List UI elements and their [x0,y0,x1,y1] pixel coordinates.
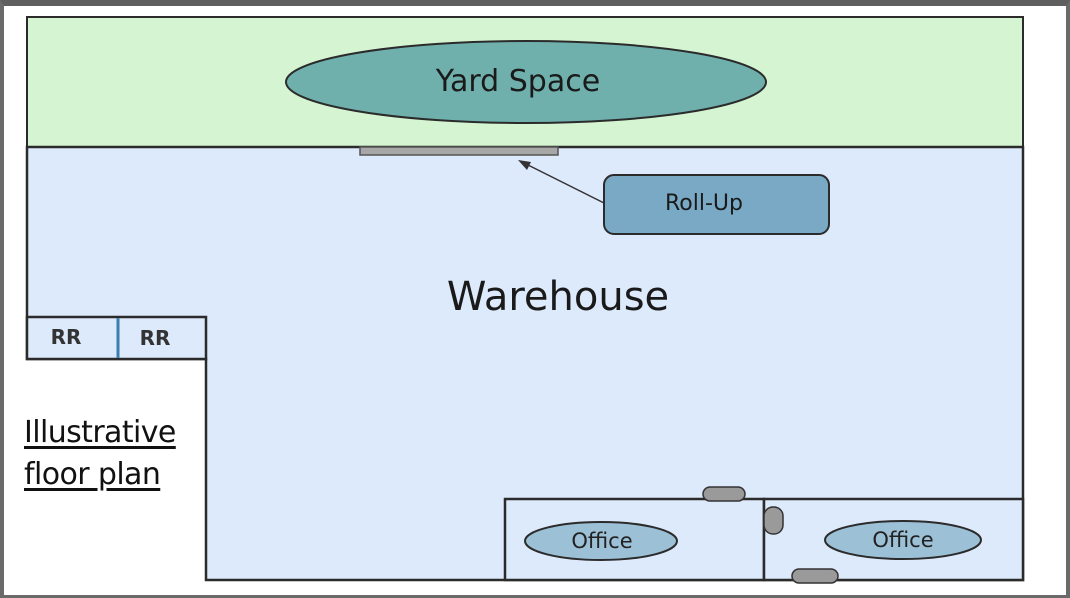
caption-line-1: Illustrative [24,415,176,450]
restroom-2-label: RR [140,326,171,350]
floor-plan-caption: Illustrative floor plan [24,412,176,496]
office-3-door [791,568,839,584]
warehouse-label: Warehouse [447,274,669,320]
roll-up-arrowhead [518,160,531,170]
caption-line-2: floor plan [24,457,161,492]
office-2-door [763,506,784,535]
restroom-1-label: RR [51,325,82,349]
roll-up-box [603,174,830,235]
office-1-door [702,486,746,502]
office-1-label: Office [571,529,632,553]
yard-space-label: Yard Space [435,64,600,99]
roll-up-label: Roll-Up [665,191,743,216]
office-2-label: Office [872,528,933,552]
roll-up-door [359,146,559,156]
office-2-ellipse [824,520,982,560]
roll-up-arrow [525,163,605,204]
yard-space-ellipse [285,40,767,124]
office-1-ellipse [524,521,678,561]
